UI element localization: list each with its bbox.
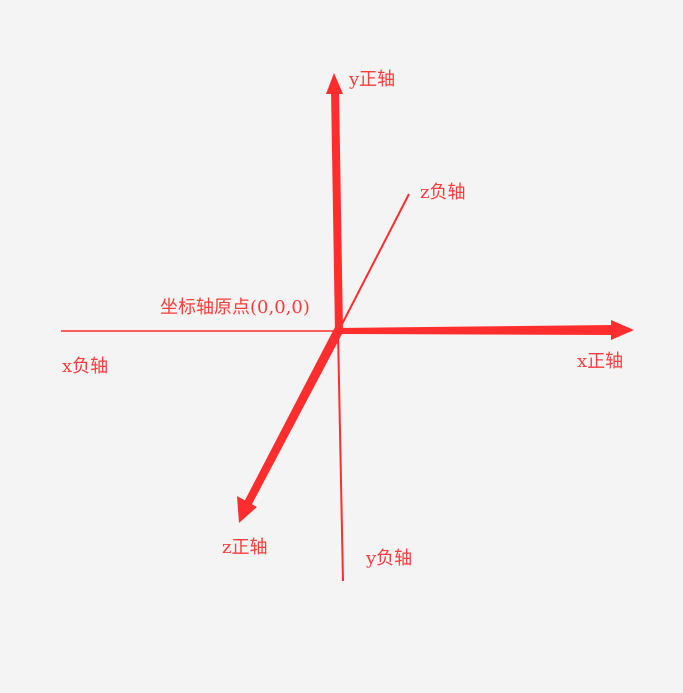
x-positive-axis-shaft — [338, 325, 614, 335]
y-negative-label: y负轴 — [366, 548, 413, 569]
z-negative-axis-line — [338, 193, 410, 331]
x-positive-label: x正轴 — [577, 351, 624, 372]
y-negative-axis-line — [337, 331, 344, 582]
x-negative-label: x负轴 — [62, 356, 109, 377]
y-positive-label: y正轴 — [349, 69, 396, 90]
x-positive-arrowhead — [611, 320, 634, 340]
z-positive-arrowhead — [237, 496, 257, 523]
z-negative-label: z负轴 — [420, 182, 466, 203]
y-positive-axis-shaft — [331, 90, 343, 332]
z-positive-axis-shaft — [243, 327, 342, 508]
origin-label: 坐标轴原点(0,0,0) — [160, 297, 310, 318]
y-positive-arrowhead — [326, 73, 343, 94]
z-positive-label: z正轴 — [222, 537, 268, 558]
